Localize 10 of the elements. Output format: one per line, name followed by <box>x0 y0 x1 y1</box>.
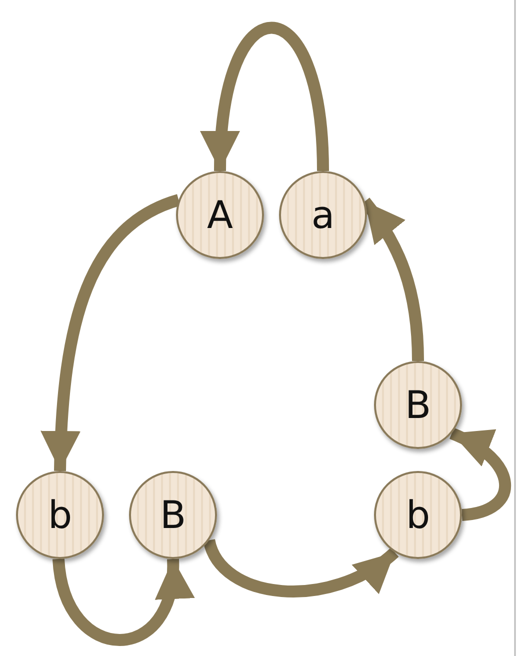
circle-node <box>176 171 264 259</box>
arrow <box>202 22 329 172</box>
node-label: b <box>406 496 430 534</box>
node-label: b <box>48 496 72 534</box>
node-label: a <box>311 196 335 234</box>
node-label: A <box>207 196 233 234</box>
node-label: B <box>404 386 432 424</box>
arrow <box>203 538 398 598</box>
arrow <box>41 194 181 472</box>
node-label: B <box>160 496 186 534</box>
